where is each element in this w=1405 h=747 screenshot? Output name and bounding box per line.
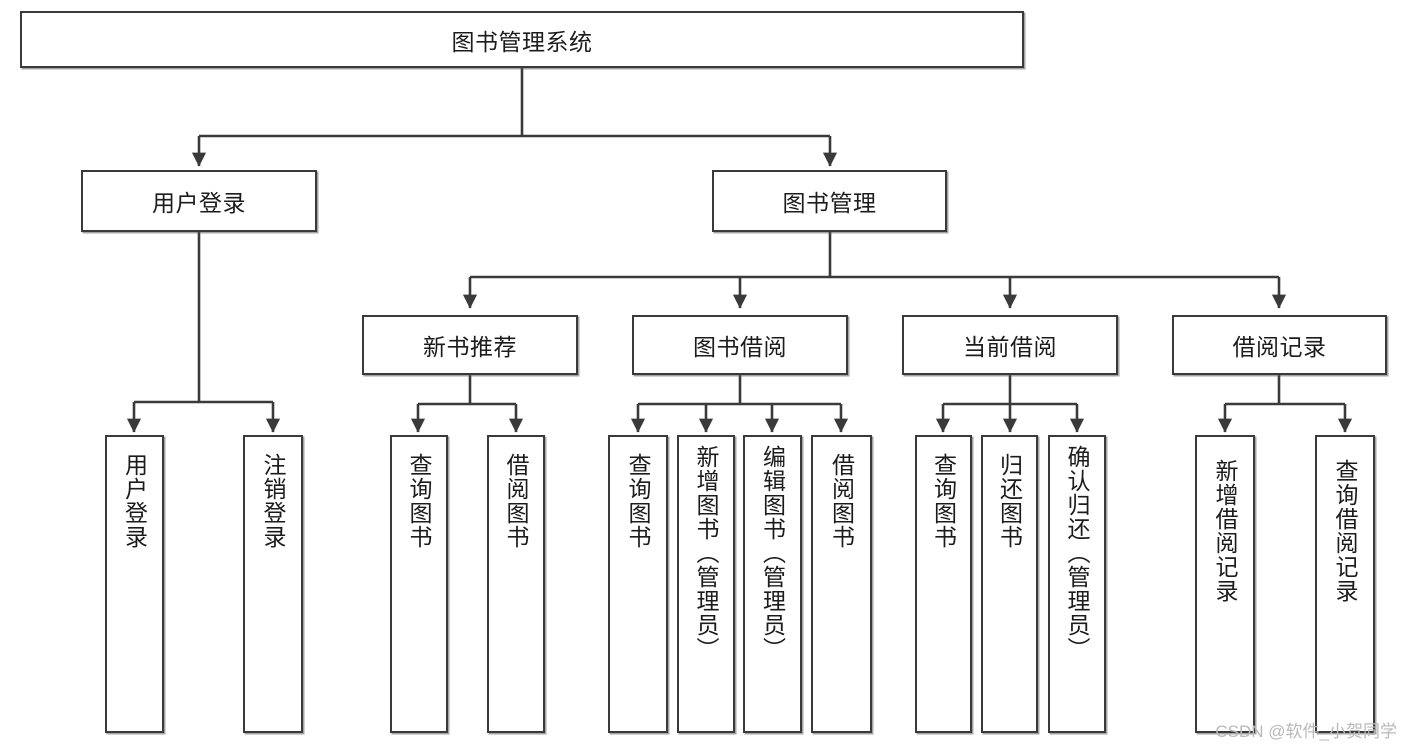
node-label: 借阅图书 <box>828 453 855 549</box>
node-new-book-recommend[interactable]: 新书推荐 <box>362 315 578 375</box>
node-leaf-logout-login[interactable]: 注销登录 <box>243 435 303 733</box>
node-leaf-borrow-book-1[interactable]: 借阅图书 <box>487 435 545 733</box>
node-user-login[interactable]: 用户登录 <box>81 170 317 232</box>
node-label: 用户登录 <box>121 453 148 549</box>
node-label: 图书管理 <box>782 190 877 216</box>
node-leaf-borrow-book-2[interactable]: 借阅图书 <box>811 435 872 733</box>
node-label: 新书推荐 <box>423 334 517 360</box>
node-leaf-return-book[interactable]: 归还图书 <box>981 435 1038 733</box>
node-book-borrow[interactable]: 图书借阅 <box>632 315 848 375</box>
node-label: 查询图书 <box>625 453 652 549</box>
node-root-system[interactable]: 图书管理系统 <box>20 11 1024 68</box>
node-label: 新增图书（管理员） <box>693 445 720 661</box>
node-leaf-confirm-return[interactable]: 确认归还（管理员） <box>1048 435 1106 733</box>
node-label: 借阅记录 <box>1232 334 1327 360</box>
node-label: 查询借阅记录 <box>1332 459 1359 603</box>
node-label: 注销登录 <box>260 453 287 549</box>
node-label: 确认归还（管理员） <box>1064 445 1091 661</box>
node-label: 用户登录 <box>152 190 246 216</box>
node-label: 借阅图书 <box>503 453 530 549</box>
node-label: 图书管理系统 <box>451 28 593 55</box>
node-book-manage[interactable]: 图书管理 <box>712 170 947 232</box>
node-label: 查询图书 <box>406 453 433 549</box>
node-leaf-query-record[interactable]: 查询借阅记录 <box>1315 435 1375 733</box>
node-leaf-edit-book[interactable]: 编辑图书（管理员） <box>743 435 802 733</box>
node-current-borrow[interactable]: 当前借阅 <box>902 315 1118 375</box>
node-leaf-add-record[interactable]: 新增借阅记录 <box>1195 435 1255 733</box>
node-label: 编辑图书（管理员） <box>759 445 786 661</box>
node-leaf-query-book-3[interactable]: 查询图书 <box>915 435 972 733</box>
node-label: 归还图书 <box>996 453 1023 549</box>
node-leaf-query-book-2[interactable]: 查询图书 <box>608 435 668 733</box>
node-label: 查询图书 <box>930 453 957 549</box>
node-leaf-query-book-1[interactable]: 查询图书 <box>390 435 448 733</box>
node-label: 图书借阅 <box>693 334 787 360</box>
node-label: 当前借阅 <box>963 334 1057 360</box>
node-leaf-user-login[interactable]: 用户登录 <box>105 435 164 733</box>
watermark: CSDN @软件_小贺同学 <box>1215 722 1397 741</box>
node-leaf-add-book[interactable]: 新增图书（管理员） <box>677 435 735 733</box>
node-borrow-record[interactable]: 借阅记录 <box>1172 315 1387 375</box>
node-label: 新增借阅记录 <box>1212 459 1239 603</box>
